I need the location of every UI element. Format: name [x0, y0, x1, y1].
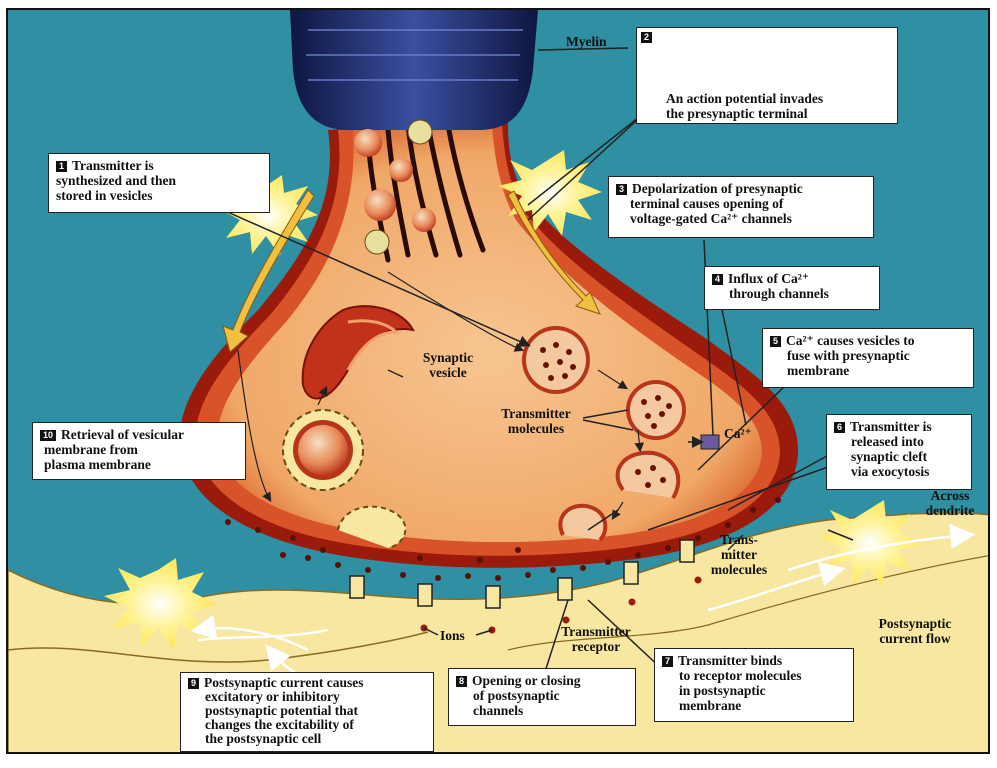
label-postsynaptic-current-flow: Postsynaptic current flow — [860, 616, 970, 646]
step-4-number: 4 — [712, 274, 724, 285]
step-8-line-2: of postsynaptic — [473, 688, 560, 703]
label-across-dendrite-line-2: dendrite — [925, 503, 975, 518]
step-3-line-3: voltage-gated Ca²⁺ channels — [630, 211, 792, 226]
step-9-line-5: the postsynaptic cell — [205, 731, 322, 746]
step-5-line-1: Ca²⁺ causes vesicles to — [786, 333, 915, 348]
step-8-line-3: channels — [473, 703, 524, 718]
label-across-dendrite: Across dendrite — [914, 488, 986, 518]
step-8-number: 8 — [456, 676, 468, 687]
label-ions: Ions — [440, 628, 465, 643]
step-1-line-1: Transmitter is — [72, 158, 154, 173]
step-5-box: 5 Ca²⁺ causes vesicles to fuse with presy… — [762, 328, 974, 388]
step-7-line-4: membrane — [679, 698, 742, 713]
step-9-line-1: Postsynaptic current causes — [204, 675, 364, 690]
label-postsynaptic-current-line-1: Postsynaptic — [878, 616, 952, 631]
label-trans-mitter-line-2: mitter — [721, 547, 757, 562]
label-transmitter-molecules-line-2: molecules — [507, 421, 565, 436]
axon-vesicles — [354, 119, 436, 255]
step-1-line-3: stored in vesicles — [56, 188, 153, 203]
step-7-line-2: to receptor molecules — [679, 668, 802, 683]
label-transmitter-receptor-line-1: Transmitter — [561, 624, 631, 639]
step-8-box: 8 Opening or closing of postsynaptic chan… — [448, 668, 636, 726]
step-4-line-2: through channels — [729, 286, 829, 301]
step-3-line-1: Depolarization of presynaptic — [632, 181, 803, 196]
label-transmitter-receptor: Transmitter receptor — [546, 624, 646, 654]
label-synaptic-vesicle-line-2: vesicle — [429, 365, 467, 380]
label-calcium: Ca²⁺ — [724, 426, 752, 441]
step-7-line-3: in postsynaptic — [679, 683, 766, 698]
step-6-line-2: released into — [851, 434, 924, 449]
label-myelin: Myelin — [566, 34, 607, 49]
step-5-line-3: membrane — [787, 363, 850, 378]
step-10-number: 10 — [40, 430, 57, 441]
cleft-transmitter-dots — [225, 497, 781, 581]
step-9-number: 9 — [188, 678, 200, 689]
coated-vesicle — [282, 409, 364, 491]
step-1-number: 1 — [56, 161, 68, 172]
step-1-line-2: synthesized and then — [56, 173, 177, 188]
label-synaptic-vesicle: Synaptic vesicle — [408, 350, 488, 380]
myelin-sheath — [290, 10, 538, 130]
step-7-box: 7 Transmitter binds to receptor molecules… — [654, 648, 854, 722]
step-10-line-1: Retrieval of vesicular — [61, 427, 184, 442]
step-10-line-3: plasma membrane — [44, 457, 151, 472]
step-9-line-2: excitatory or inhibitory — [205, 689, 340, 704]
step-1-box: 1 Transmitter is synthesized and then sto… — [48, 153, 270, 213]
step-9-box: 9 Postsynaptic current causes excitatory … — [180, 672, 434, 752]
step-4-line-1: Influx of Ca²⁺ — [728, 271, 809, 286]
label-trans-mitter-line-3: molecules — [710, 562, 768, 577]
step-2-number: 2 — [641, 32, 653, 43]
step-10-line-2: membrane from — [44, 442, 138, 457]
label-transmitter-molecules-line-1: Transmitter — [501, 406, 571, 421]
step-5-line-2: fuse with presynaptic — [787, 348, 910, 363]
step-2-line-1: An action potential invades — [666, 91, 824, 106]
label-trans-mitter-line-1: Trans- — [719, 532, 758, 547]
label-postsynaptic-current-line-2: current flow — [879, 631, 951, 646]
step-2-box: 2 An action potential invades the presyn… — [636, 27, 898, 124]
spark-right — [498, 150, 602, 236]
label-trans-mitter-molecules: Trans- mitter molecules — [694, 532, 784, 577]
label-synaptic-vesicle-line-1: Synaptic — [422, 350, 474, 365]
label-across-dendrite-line-1: Across — [930, 488, 970, 503]
step-3-box: 3 Depolarization of presynaptic terminal … — [608, 176, 874, 238]
step-10-box: 10 Retrieval of vesicular membrane from p… — [32, 422, 246, 480]
label-transmitter-molecules: Transmitter molecules — [486, 406, 586, 436]
synaptic-vesicle-large — [522, 326, 590, 394]
step-6-box: 6 Transmitter is released into synaptic c… — [826, 414, 972, 490]
step-7-number: 7 — [662, 656, 674, 667]
label-transmitter-receptor-line-2: receptor — [571, 639, 621, 654]
step-7-line-1: Transmitter binds — [678, 653, 783, 668]
step-9-line-3: postsynaptic potential that — [205, 703, 359, 718]
step-9-line-4: changes the excitability of — [205, 717, 354, 732]
postsynaptic-receptors — [349, 539, 695, 609]
spark-bottom-right — [818, 500, 922, 586]
calcium-channel — [688, 434, 720, 450]
step-6-line-3: synaptic cleft — [851, 449, 928, 464]
step-3-number: 3 — [616, 184, 628, 195]
step-4-box: 4 Influx of Ca²⁺ through channels — [704, 266, 880, 310]
step-6-number: 6 — [834, 422, 846, 433]
spark-bottom-left — [104, 558, 216, 650]
step-2-line-2: the presynaptic terminal — [666, 106, 808, 121]
step-8-line-1: Opening or closing — [472, 673, 581, 688]
step-6-line-1: Transmitter is — [850, 419, 932, 434]
step-5-number: 5 — [770, 336, 782, 347]
step-6-line-4: via exocytosis — [851, 464, 930, 479]
step-3-line-2: terminal causes opening of — [630, 196, 784, 211]
